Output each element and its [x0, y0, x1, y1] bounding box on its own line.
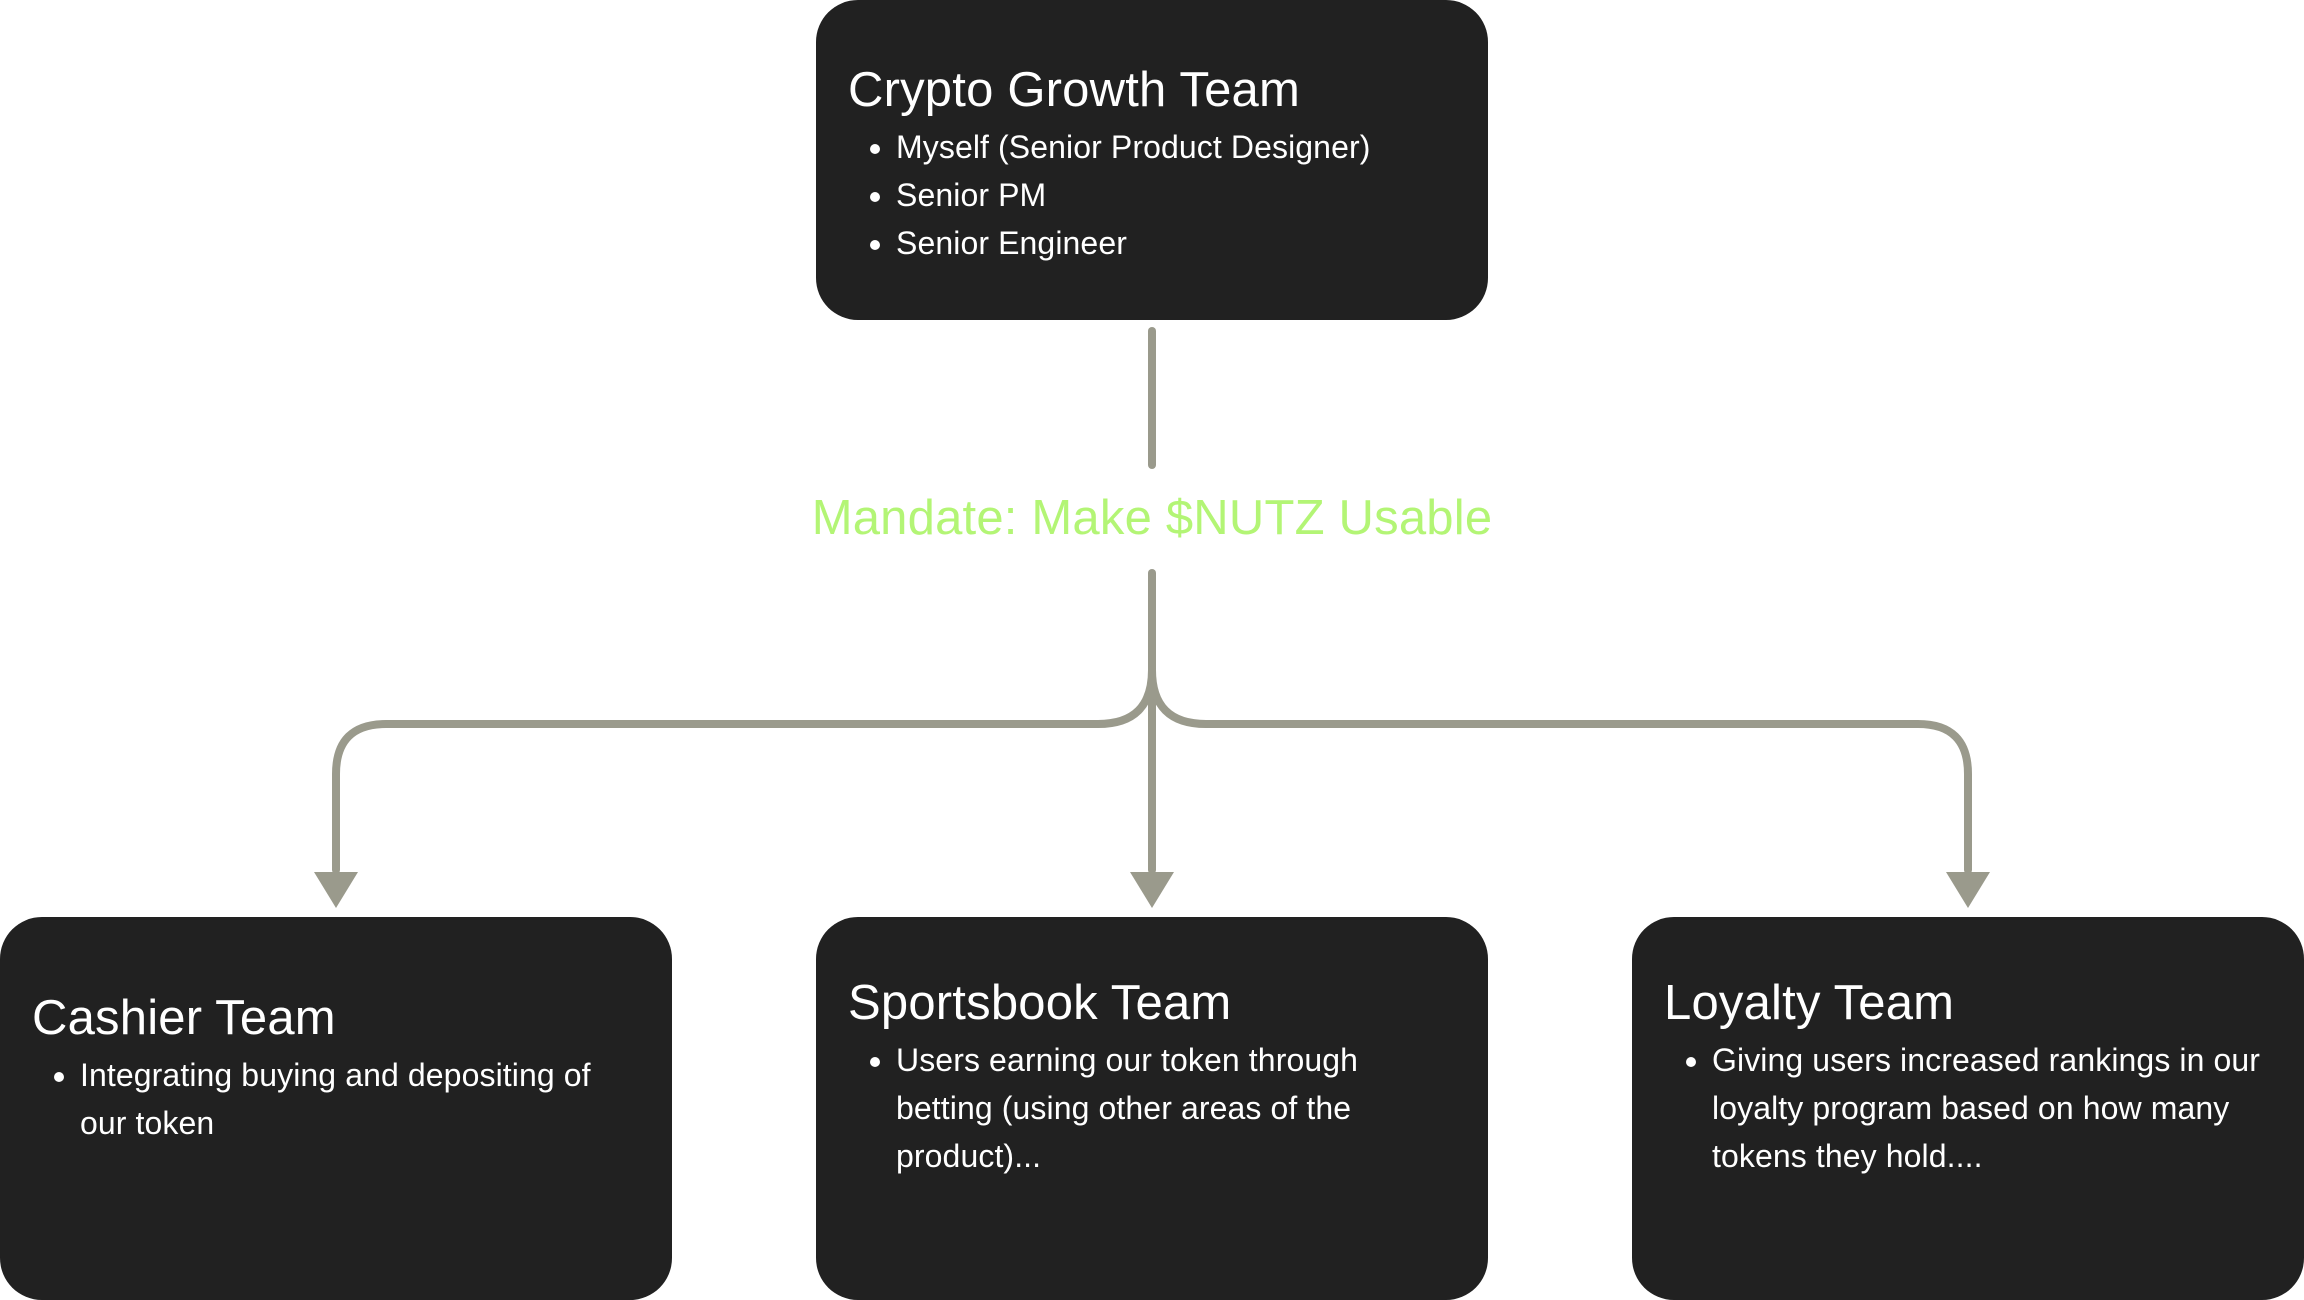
- arrowhead-sportsbook: [1130, 872, 1174, 908]
- list-item: Senior Engineer: [896, 219, 1458, 267]
- arrowhead-loyalty: [1946, 872, 1990, 908]
- node-title: Sportsbook Team: [848, 976, 1232, 1030]
- team-members-list: Myself (Senior Product Designer) Senior …: [848, 123, 1458, 267]
- list-item: Users earning our token through betting …: [896, 1036, 1458, 1180]
- team-description-list: Users earning our token through betting …: [848, 1036, 1458, 1180]
- list-item: Senior PM: [896, 171, 1458, 219]
- node-title: Loyalty Team: [1664, 976, 1955, 1030]
- team-description-list: Integrating buying and depositing of our…: [32, 1051, 642, 1147]
- crypto-growth-team-node: Crypto Growth Team Myself (Senior Produc…: [816, 0, 1488, 320]
- node-title: Crypto Growth Team: [848, 63, 1301, 117]
- sportsbook-team-node: Sportsbook Team Users earning our token …: [816, 917, 1488, 1300]
- team-description-list: Giving users increased rankings in our l…: [1664, 1036, 2274, 1180]
- arrowhead-cashier: [314, 872, 358, 908]
- connector-branch-right: [1148, 666, 1972, 874]
- list-item: Integrating buying and depositing of our…: [80, 1051, 642, 1147]
- cashier-team-node: Cashier Team Integrating buying and depo…: [0, 917, 672, 1300]
- list-item: Giving users increased rankings in our l…: [1712, 1036, 2274, 1180]
- list-item: Myself (Senior Product Designer): [896, 123, 1458, 171]
- node-title: Cashier Team: [32, 991, 336, 1045]
- mandate-label: Mandate: Make $NUTZ Usable: [811, 491, 1493, 545]
- loyalty-team-node: Loyalty Team Giving users increased rank…: [1632, 917, 2304, 1300]
- connector-branch-left: [332, 666, 1156, 874]
